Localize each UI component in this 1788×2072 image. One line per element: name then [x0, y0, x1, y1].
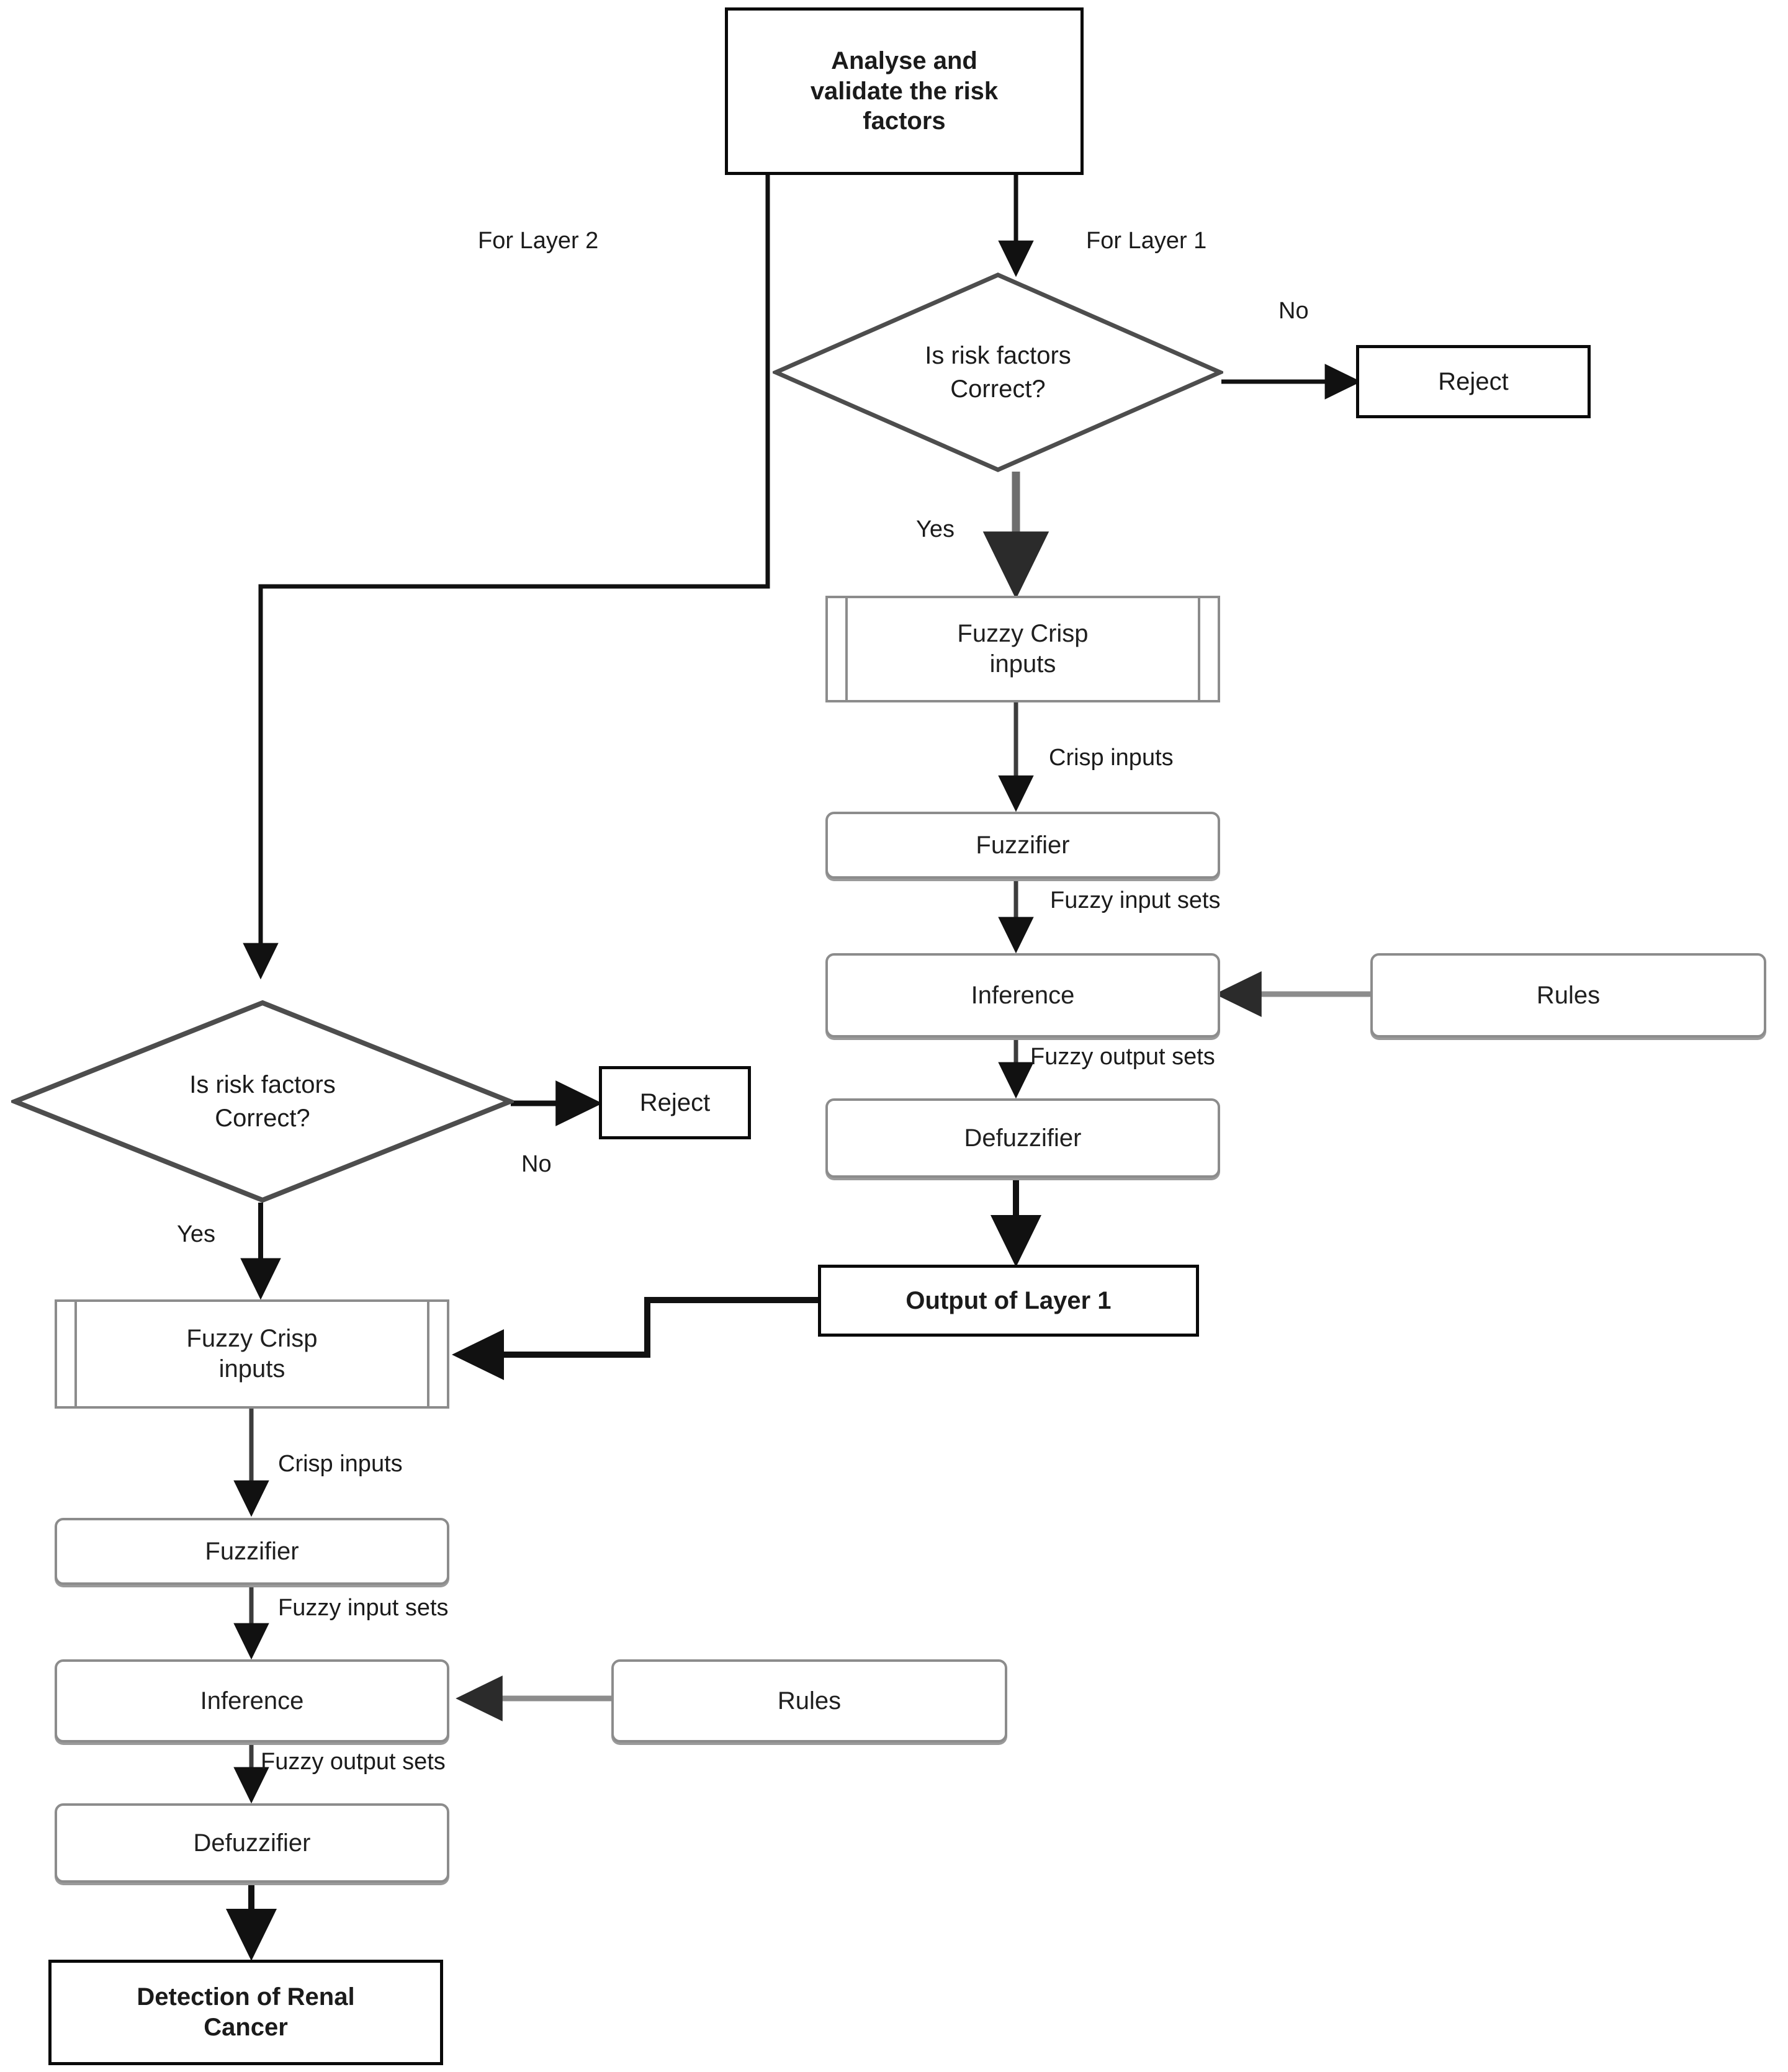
node-analyse-validate-risk-factors[interactable]: Analyse and validate the risk factors	[725, 7, 1084, 175]
reject1-label: Reject	[1438, 367, 1509, 395]
edge-label-yes-layer1: Yes	[916, 516, 955, 542]
inference1-label: Inference	[971, 981, 1075, 1009]
edge-label-crisp-inputs-layer2: Crisp inputs	[278, 1451, 403, 1477]
edge-output1-to-crisp2	[451, 1297, 818, 1380]
fuzzifier1-label: Fuzzifier	[976, 831, 1070, 859]
edge-label-crisp-inputs-layer1: Crisp inputs	[1049, 745, 1174, 771]
decision1-line-1: Is risk factors	[925, 342, 1071, 369]
node-fuzzifier-layer1[interactable]: Fuzzifier	[825, 812, 1220, 879]
node-defuzzifier-layer1[interactable]: Defuzzifier	[825, 1098, 1220, 1178]
crisp2-line-1: Fuzzy Crisp	[186, 1325, 318, 1353]
edge-start-to-decision2	[243, 175, 770, 980]
start-line-3: factors	[863, 107, 946, 135]
result-line-1: Detection of Renal	[137, 1983, 355, 2011]
decision1-line-2: Correct?	[950, 375, 1046, 403]
node-fuzzy-crisp-inputs-layer2[interactable]: Fuzzy Crisp inputs	[55, 1299, 449, 1409]
crisp1-line-1: Fuzzy Crisp	[957, 620, 1089, 648]
node-reject-layer2[interactable]: Reject	[599, 1066, 751, 1139]
defuzzifier1-label: Defuzzifier	[964, 1124, 1082, 1152]
rules1-label: Rules	[1536, 981, 1601, 1009]
result-line-2: Cancer	[204, 2014, 288, 2041]
fuzzifier2-label: Fuzzifier	[205, 1537, 299, 1565]
node-reject-layer1[interactable]: Reject	[1356, 345, 1591, 418]
crisp1-line-2: inputs	[989, 650, 1056, 678]
inference2-label: Inference	[200, 1687, 304, 1715]
node-rules-layer1[interactable]: Rules	[1370, 953, 1766, 1038]
edge-label-for-layer-2: For Layer 2	[478, 228, 599, 254]
rules2-label: Rules	[777, 1687, 842, 1715]
node-fuzzifier-layer2[interactable]: Fuzzifier	[55, 1518, 449, 1585]
edge-label-fuzzy-output-sets-layer1: Fuzzy output sets	[1030, 1044, 1215, 1070]
edge-label-fuzzy-input-sets-layer2: Fuzzy input sets	[278, 1595, 449, 1621]
decision2-text: Is risk factors Correct?	[11, 999, 514, 1204]
node-decision-risk-factors-layer1[interactable]: Is risk factors Correct?	[773, 272, 1223, 473]
node-fuzzy-crisp-inputs-layer1[interactable]: Fuzzy Crisp inputs	[825, 596, 1220, 702]
node-detection-of-renal-cancer[interactable]: Detection of Renal Cancer	[48, 1960, 443, 2065]
decision2-line-1: Is risk factors	[189, 1071, 336, 1098]
node-rules-layer2[interactable]: Rules	[611, 1659, 1007, 1742]
edge-label-for-layer-1: For Layer 1	[1086, 228, 1206, 254]
node-decision-risk-factors-layer2[interactable]: Is risk factors Correct?	[11, 999, 514, 1204]
diamond-shape-2	[11, 1000, 514, 1203]
node-defuzzifier-layer2[interactable]: Defuzzifier	[55, 1803, 449, 1883]
node-inference-layer2[interactable]: Inference	[55, 1659, 449, 1742]
output1-label: Output of Layer 1	[905, 1286, 1112, 1314]
for-layer-1-rest: Layer 1	[1121, 228, 1207, 254]
reject2-label: Reject	[639, 1088, 711, 1116]
defuzzifier2-label: Defuzzifier	[193, 1829, 311, 1857]
node-inference-layer1[interactable]: Inference	[825, 953, 1220, 1038]
edge-label-fuzzy-input-sets-layer1: Fuzzy input sets	[1050, 887, 1221, 913]
edge-label-fuzzy-output-sets-layer2: Fuzzy output sets	[261, 1749, 446, 1775]
diamond-shape-1	[773, 272, 1223, 472]
edge-label-no-layer2: No	[521, 1151, 552, 1177]
edge-label-no-layer1: No	[1278, 298, 1309, 324]
decision2-line-2: Correct?	[215, 1105, 310, 1132]
start-line-1: Analyse and	[831, 47, 977, 74]
start-line-2: validate the risk	[810, 77, 999, 105]
spellcheck-underlined-word: For	[1086, 228, 1121, 254]
edge-label-yes-layer2: Yes	[177, 1221, 215, 1247]
node-output-of-layer-1[interactable]: Output of Layer 1	[818, 1265, 1199, 1337]
decision1-text: Is risk factors Correct?	[773, 272, 1223, 473]
crisp2-line-2: inputs	[218, 1355, 285, 1383]
